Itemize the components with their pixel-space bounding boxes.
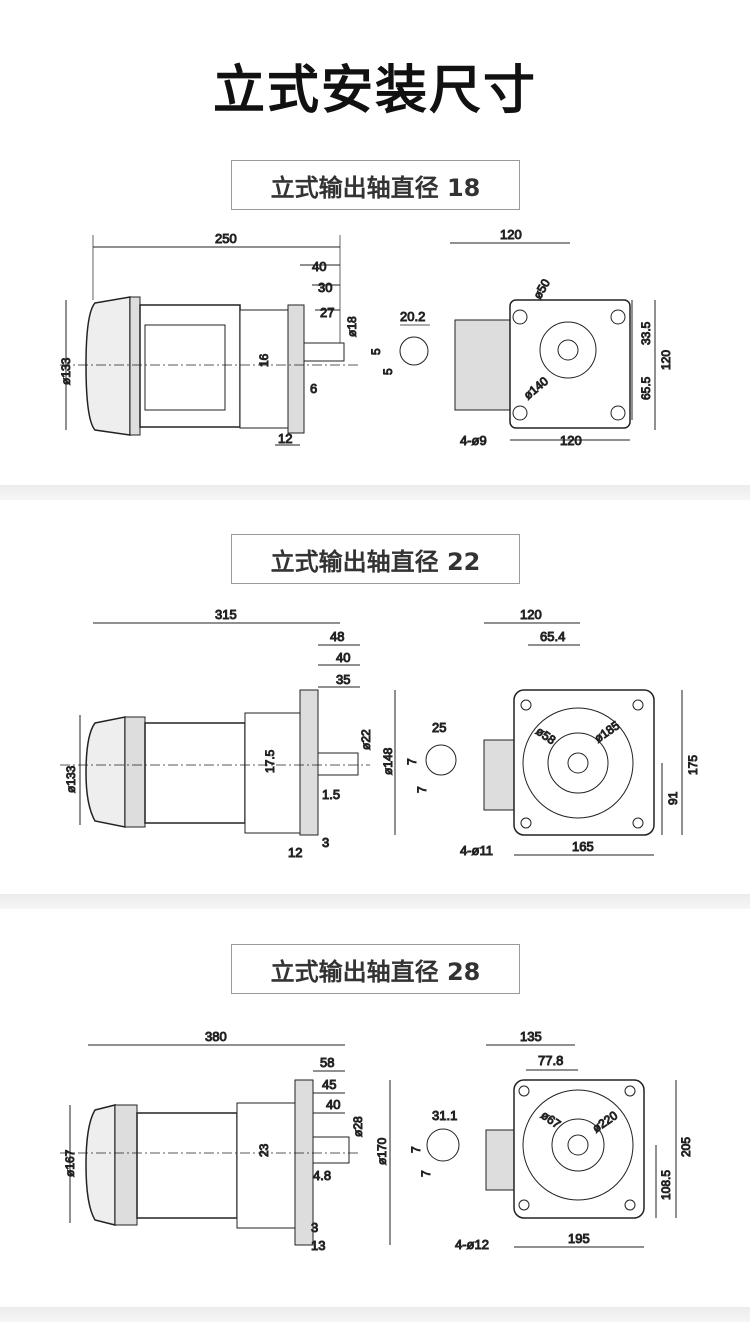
front-holes: 4-ø9: [460, 433, 487, 448]
key-w: 25: [432, 720, 446, 735]
dim-flange: 12: [278, 431, 292, 446]
dim-flange: 12: [288, 845, 302, 860]
front-holes: 4-ø12: [455, 1237, 489, 1252]
front-sub-top: 77.8: [538, 1053, 563, 1068]
front-d-small: ø50: [530, 276, 553, 301]
dim-body-dia: ø133: [64, 765, 78, 793]
dim-flange-dia: ø170: [375, 1137, 389, 1165]
dim-c: 35: [336, 672, 350, 687]
dim-t: 1.5: [322, 787, 340, 802]
dim-a: 48: [330, 629, 344, 644]
side-view-18: [60, 235, 360, 446]
dim-flange2: 3: [311, 1220, 318, 1235]
side-view-22: [60, 622, 396, 836]
section-divider: [0, 485, 750, 500]
front-width-bottom: 120: [560, 433, 582, 448]
dim-h: 16: [257, 353, 271, 367]
front-width-bottom: 195: [568, 1231, 590, 1246]
dim-shaft-dia: ø28: [351, 1116, 365, 1137]
dim-body-dia: ø133: [59, 357, 73, 385]
front-h2: 91: [666, 791, 680, 805]
key-k1: 7: [405, 758, 419, 765]
dim-length: 250: [215, 231, 237, 246]
dim-t: 6: [310, 381, 317, 396]
key-k2: 7: [415, 786, 429, 793]
key-w: 31.1: [432, 1108, 457, 1123]
front-holes: 4-ø11: [460, 843, 493, 858]
drawing-shaft-22: 315 48 40 35 ø22 ø133 ø148 17.5 1.5 12 3…: [60, 607, 701, 861]
dim-shaft-dia: ø18: [345, 316, 359, 337]
dim-a: 58: [320, 1055, 334, 1070]
section-label-18: 立式输出轴直径 18: [231, 160, 520, 210]
key-k2: 7: [419, 1170, 433, 1177]
section-divider: [0, 894, 750, 909]
dim-c: 40: [326, 1097, 340, 1112]
side-view-28: [60, 1044, 391, 1246]
section-label-22: 立式输出轴直径 22: [231, 534, 520, 584]
dim-body-dia: ø167: [63, 1149, 77, 1177]
front-height: 175: [686, 755, 700, 775]
dim-b: 30: [318, 280, 332, 295]
key-k1: 5: [369, 348, 383, 355]
front-width-bottom: 165: [572, 839, 594, 854]
front-h1: 33.5: [639, 321, 653, 345]
front-width-top: 120: [500, 227, 522, 242]
dim-shaft-dia: ø22: [359, 729, 373, 750]
dim-flange: 13: [311, 1238, 325, 1253]
section-divider: [0, 1307, 750, 1322]
front-sub-top: 65.4: [540, 629, 565, 644]
front-height: 205: [679, 1137, 693, 1157]
front-h2: 65.5: [639, 376, 653, 400]
drawing-shaft-28: 380 58 45 40 ø28 ø167 ø170 23 4.8 13 3 3…: [60, 1029, 694, 1254]
dim-h: 23: [257, 1143, 271, 1157]
front-view-28: [485, 1044, 677, 1248]
drawing-shaft-18: 250 40 30 27 ø18 ø133 16 6 12 20.2 5 5 1…: [59, 227, 674, 449]
front-width-top: 135: [520, 1029, 542, 1044]
front-view-22: [483, 622, 683, 856]
dim-a: 40: [312, 259, 326, 274]
dim-length: 315: [215, 607, 237, 622]
dim-h: 17.5: [263, 749, 277, 773]
front-height: 120: [659, 350, 673, 370]
dim-flange-dia: ø148: [381, 747, 395, 775]
dim-length: 380: [205, 1029, 227, 1044]
front-width-top: 120: [520, 607, 542, 622]
dim-flange2: 3: [322, 835, 329, 850]
dim-b: 45: [322, 1077, 336, 1092]
dim-b: 40: [336, 650, 350, 665]
page-title: 立式安装尺寸: [212, 61, 537, 121]
dim-t: 4.8: [313, 1168, 331, 1183]
dim-c: 27: [320, 305, 334, 320]
key-k2: 5: [381, 368, 395, 375]
section-label-28: 立式输出轴直径 28: [231, 944, 520, 994]
key-k1: 7: [409, 1146, 423, 1153]
front-view-18: [450, 242, 656, 441]
key-w: 20.2: [400, 309, 425, 324]
front-h2: 108.5: [659, 1170, 673, 1200]
